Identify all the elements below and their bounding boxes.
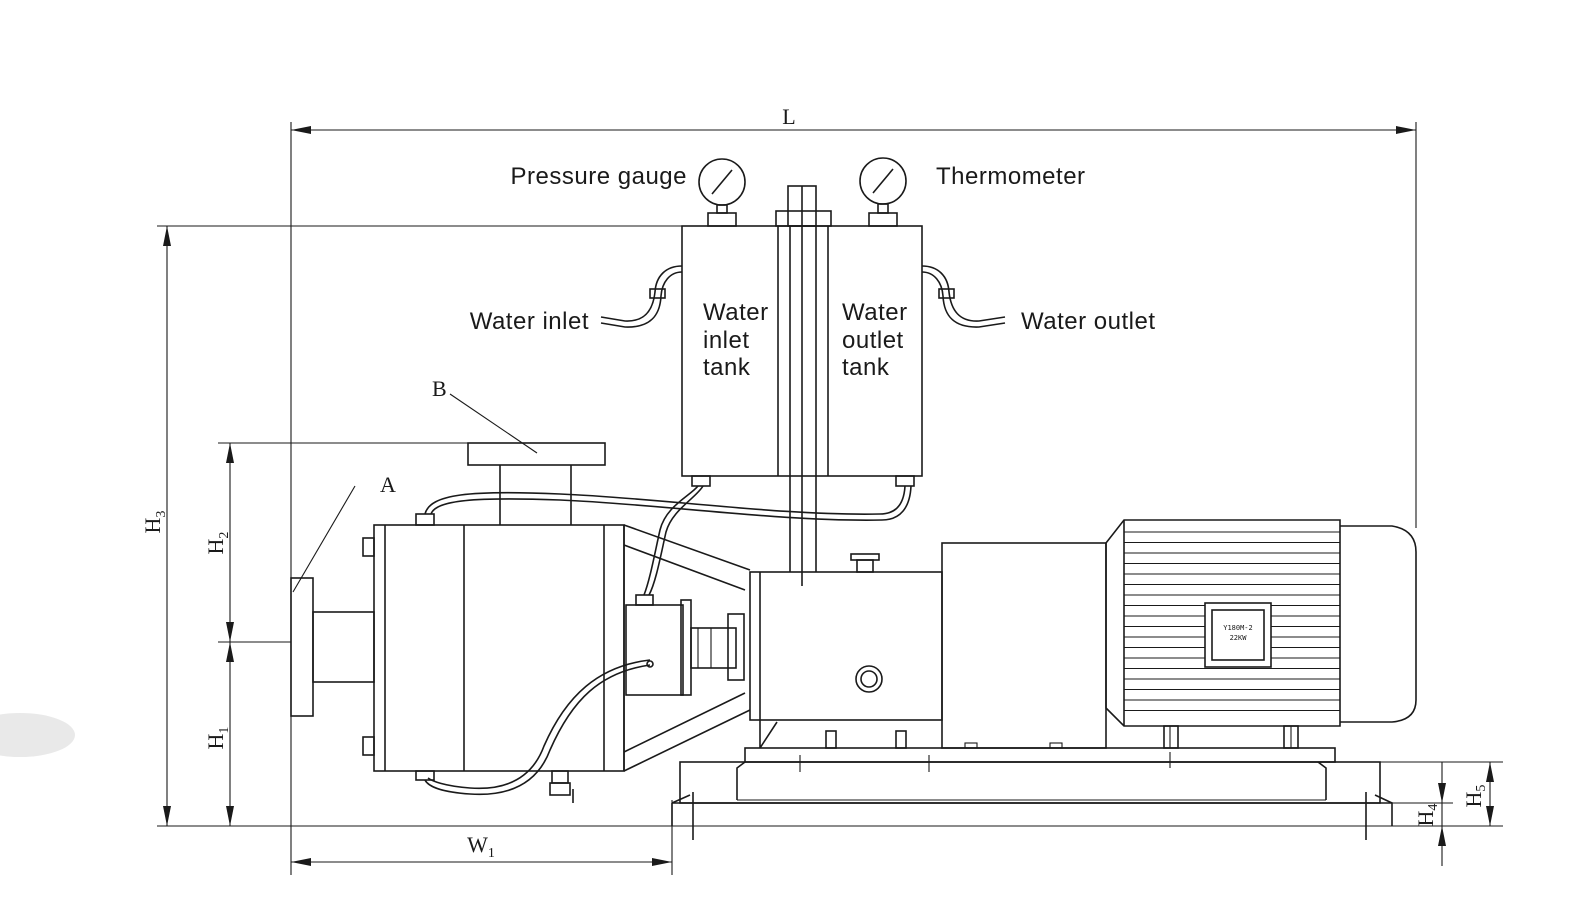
dimension-H3: H3 (140, 225, 1503, 827)
dim-label-H3: H3 (140, 511, 169, 534)
pressure-gauge-label: Pressure gauge (511, 163, 687, 190)
pump-casing (362, 513, 625, 803)
svg-text:Y180M-2: Y180M-2 (1223, 624, 1253, 632)
coupling-housing (749, 553, 943, 749)
dim-label-H5: H5 (1461, 785, 1489, 808)
pressure-gauge-icon (698, 158, 746, 227)
outlet-tank-label: Water outlet tank (842, 299, 908, 381)
dim-label-H2: H2 (203, 532, 232, 555)
flange-a (290, 577, 375, 717)
label-a: A (380, 472, 396, 497)
svg-text:Water: Water (703, 299, 769, 326)
scan-smudge (0, 713, 75, 757)
dim-label-H1: H1 (203, 727, 232, 750)
svg-text:inlet: inlet (703, 327, 750, 354)
water-inlet-label: Water inlet (470, 308, 589, 335)
dim-label-H4: H4 (1413, 804, 1441, 827)
thermometer-label: Thermometer (936, 163, 1086, 190)
base-frame (671, 747, 1393, 840)
dimension-H4-H5: H4 H5 (1380, 761, 1503, 866)
svg-text:outlet: outlet (842, 327, 904, 354)
water-outlet-label: Water outlet (1021, 308, 1156, 335)
dimension-L: L (290, 104, 1417, 875)
water-inlet-hose (600, 265, 683, 328)
inlet-tank-label: Water inlet tank (703, 299, 769, 381)
label-b: B (432, 376, 447, 401)
dim-label-L: L (782, 104, 795, 129)
motor-nameplate (1204, 602, 1272, 668)
svg-text:Water: Water (842, 299, 908, 326)
svg-text:tank: tank (842, 354, 890, 381)
dim-label-W1: W1 (467, 832, 495, 861)
dimension-W1: W1 (291, 800, 673, 875)
leader-a (292, 485, 356, 593)
motor-cooling-fins (1124, 531, 1340, 712)
motor: Y180M-2 22KW (941, 519, 1417, 749)
flange-b (467, 442, 606, 525)
cooling-hoses (424, 485, 912, 796)
svg-text:tank: tank (703, 354, 751, 381)
water-tanks (681, 185, 923, 586)
leader-b (449, 393, 538, 454)
water-outlet-hose (921, 265, 1006, 328)
svg-text:22KW: 22KW (1230, 634, 1248, 642)
dimension-H1: H1 (203, 642, 234, 826)
bearing-bracket (623, 524, 751, 772)
thermometer-icon (859, 157, 907, 227)
